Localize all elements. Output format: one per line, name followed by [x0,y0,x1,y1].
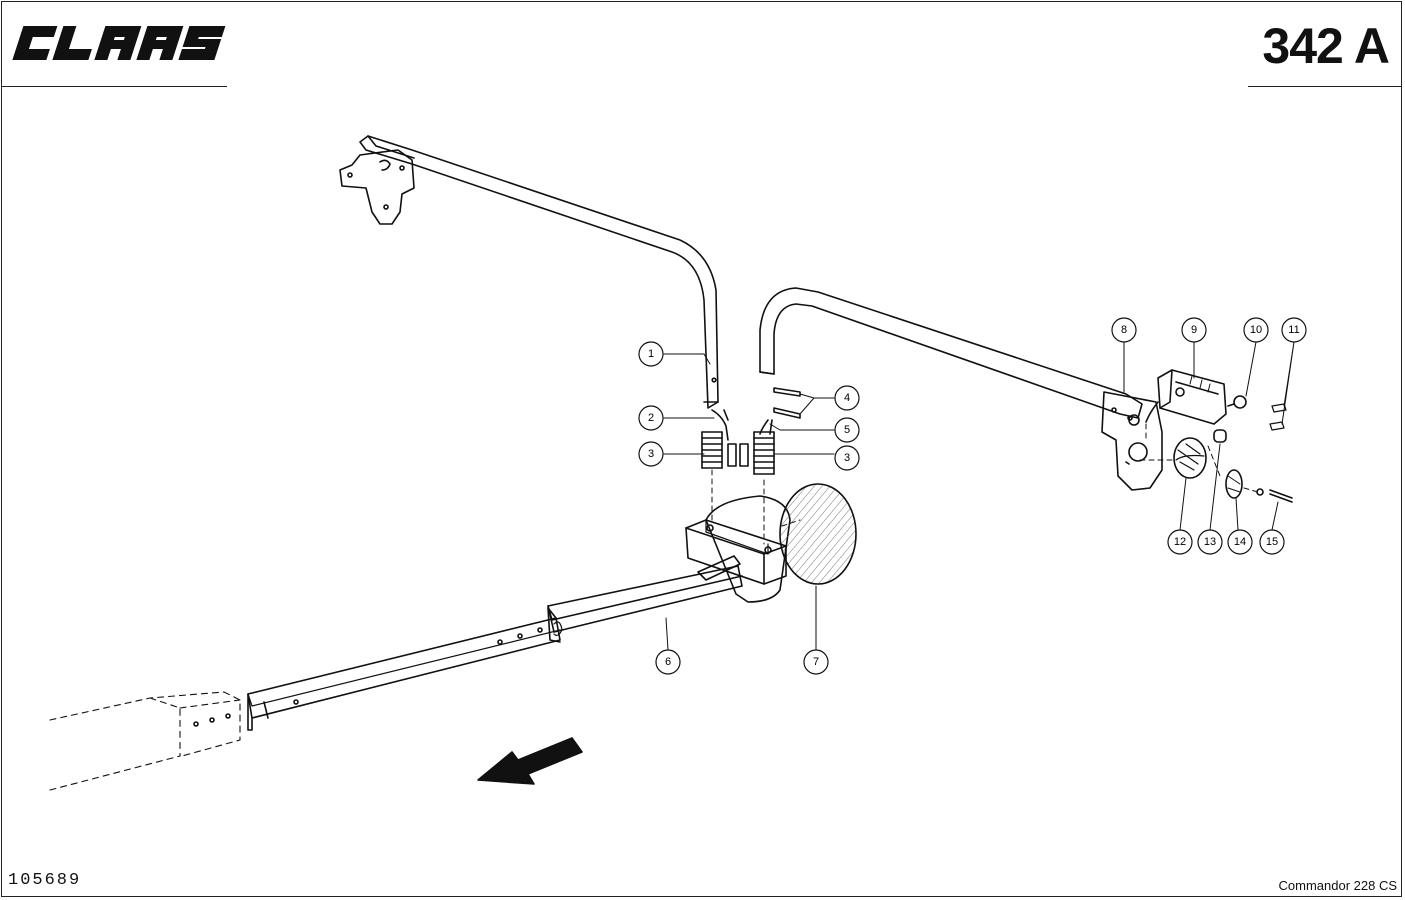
left-spring [701,431,723,469]
callout-7-label: 7 [813,656,819,668]
sheet-number: 342 A [1262,18,1390,74]
outer-extension-tube [247,617,561,719]
callout-8: 8 [1111,317,1137,343]
callout-11: 11 [1281,317,1307,343]
lamp-lens [1173,437,1207,479]
logo-underline [1,86,227,87]
callout-1: 1 [638,341,664,367]
callout-13: 13 [1197,529,1223,555]
callout-4: 4 [834,385,860,411]
callout-1-label: 1 [648,348,654,360]
callout-12-label: 12 [1174,536,1186,548]
callout-12: 12 [1167,529,1193,555]
right-mount-bracket [1101,391,1163,491]
sheet-number-underline [1248,86,1402,87]
machine-model: Commandor 228 CS [1278,878,1398,893]
right-spring [753,431,775,475]
mirror-back-plate [705,495,791,603]
callout-5: 5 [834,417,860,443]
callout-14-label: 14 [1234,536,1246,548]
callout-15: 15 [1259,529,1285,555]
drawing-number: 105689 [8,871,82,890]
callout-3-right: 3 [834,445,860,471]
callout-7: 7 [803,649,829,675]
callout-2: 2 [638,405,664,431]
callout-6-label: 6 [665,656,671,668]
lamp-housing [1157,369,1227,425]
callout-9-label: 9 [1191,324,1197,336]
callout-2-label: 2 [648,412,654,424]
mirror-glass [779,483,857,585]
callout-15-label: 15 [1266,536,1278,548]
right-mirror-arm [759,287,1143,419]
callout-3-right-label: 3 [844,452,850,464]
travel-direction-arrow [477,737,583,785]
claas-logo [12,26,226,60]
left-mirror-arm [359,135,719,409]
callout-4-label: 4 [844,392,850,404]
callout-3-left-label: 3 [648,448,654,460]
callout-5-label: 5 [844,424,850,436]
callout-10-label: 10 [1250,324,1262,336]
callout-11-label: 11 [1288,324,1299,336]
callout-8-label: 8 [1121,324,1127,336]
callout-10: 10 [1243,317,1269,343]
inner-extension-tube [547,565,743,633]
callout-14: 14 [1227,529,1253,555]
callout-9: 9 [1181,317,1207,343]
callout-3-left: 3 [638,441,664,467]
callout-13-label: 13 [1204,536,1216,548]
callout-6: 6 [655,649,681,675]
